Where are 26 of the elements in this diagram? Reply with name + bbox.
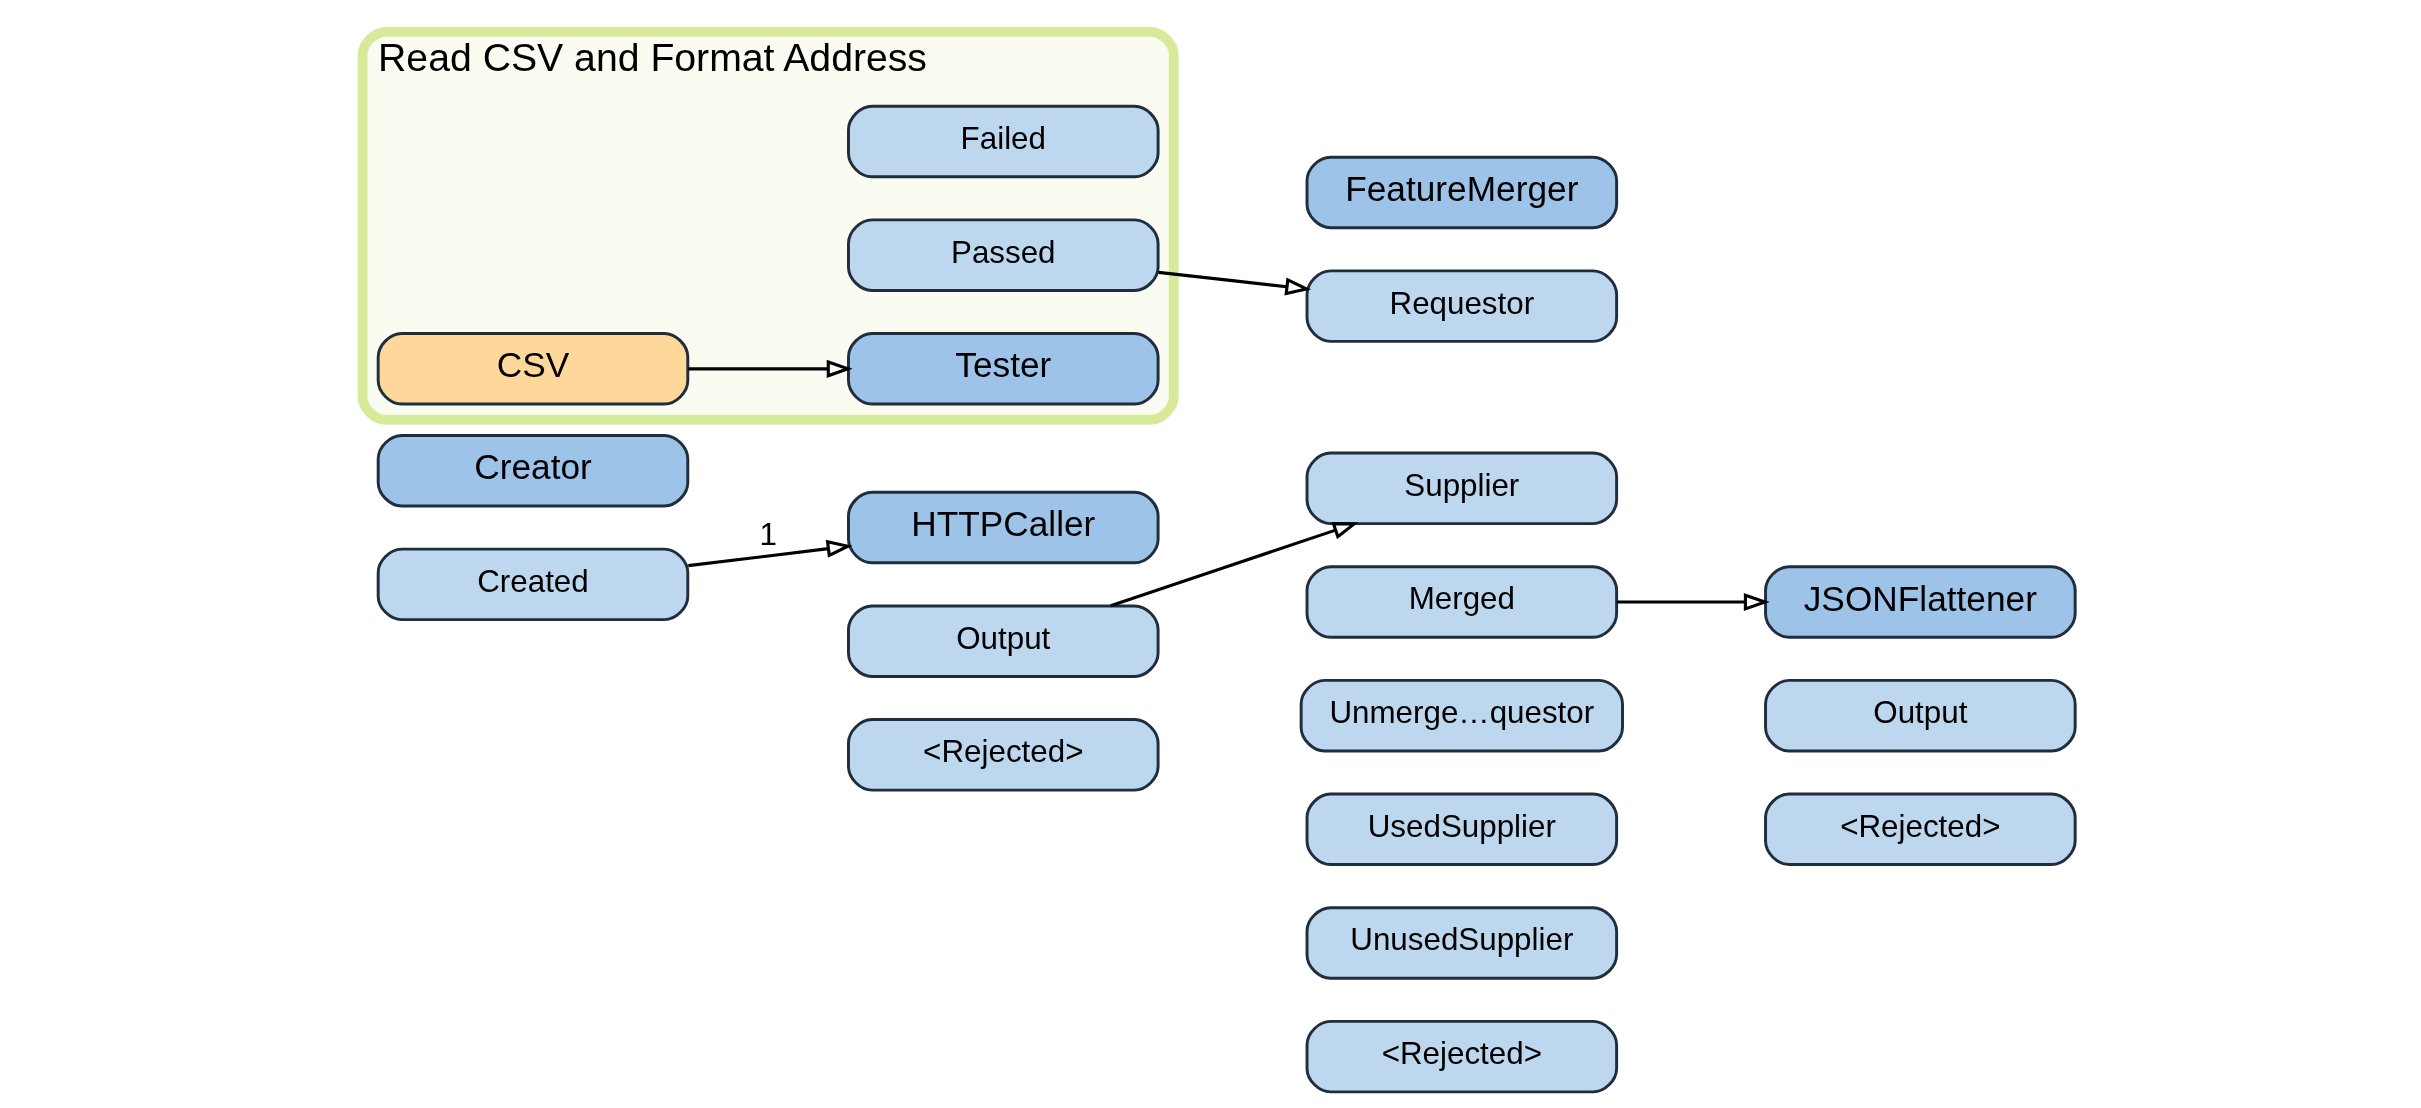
node-box: Created xyxy=(376,547,689,622)
node-box: Output xyxy=(846,604,1160,678)
node-box: UsedSupplier xyxy=(1305,792,1618,867)
arrow xyxy=(1109,522,1359,608)
node-box: FeatureMerger xyxy=(1305,155,1618,230)
node-box: Merged xyxy=(1305,565,1618,639)
arrow xyxy=(1157,270,1311,296)
node-box: Requestor xyxy=(1305,269,1618,343)
node-box: <Rejected> xyxy=(1763,792,2077,867)
node-box: Unmerge…questor xyxy=(1299,678,1624,753)
arrow xyxy=(1616,592,1770,612)
node-box: UnusedSupplier xyxy=(1305,906,1618,980)
node-box: CSV xyxy=(376,332,689,406)
edge-label: 1 xyxy=(758,516,777,552)
node-box: <Rejected> xyxy=(846,718,1160,792)
node-box: HTTPCaller xyxy=(846,490,1160,565)
node-box: Passed xyxy=(846,218,1160,292)
node-box: Supplier xyxy=(1305,451,1618,526)
node-box: Creator xyxy=(376,433,689,508)
node-box: <Rejected> xyxy=(1305,1019,1618,1094)
node-box: JSONFlattener xyxy=(1763,565,2077,639)
node-box: Failed xyxy=(846,104,1160,179)
node-box: Tester xyxy=(846,332,1160,406)
arrow xyxy=(687,539,853,568)
node-box: Output xyxy=(1763,678,2077,753)
arrow xyxy=(687,359,853,378)
